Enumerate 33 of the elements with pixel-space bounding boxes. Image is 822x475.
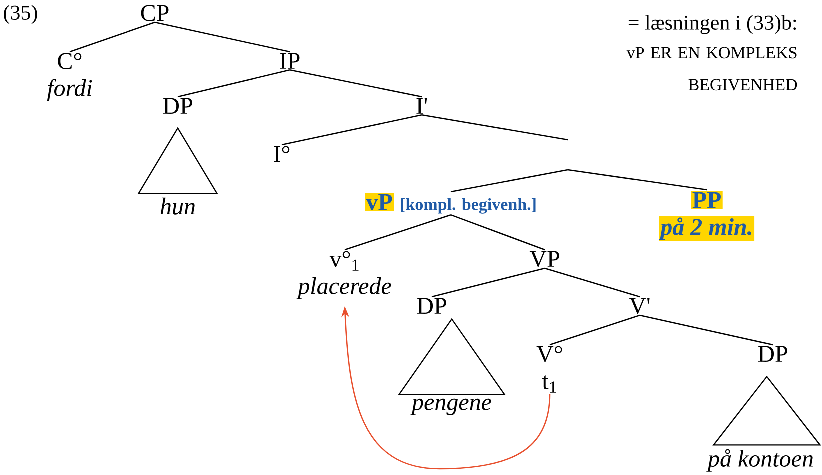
tree-label: V° t$_{1}$ <box>536 346 562 393</box>
example-number: (35) <box>4 5 38 24</box>
branch-line <box>154 22 290 53</box>
branch-line <box>550 314 640 346</box>
tree-label: I' <box>416 98 428 114</box>
tree-label: v°$_{1}$ placerede <box>296 251 392 300</box>
tree-label: C° fordi <box>47 53 92 102</box>
tree-label: DP <box>163 98 192 114</box>
branch-line <box>544 268 640 298</box>
branch-line <box>450 214 546 251</box>
branch-line <box>432 268 546 298</box>
tree-label: DP <box>417 298 446 314</box>
tree-label: I° <box>274 146 290 162</box>
branch-line <box>70 22 156 53</box>
branch-line <box>282 114 422 146</box>
note-text: = læsningen i (33)b: <box>628 15 796 34</box>
tree-label: vP [kompl. begivenh.] <box>365 193 536 214</box>
note-text: vP ER EN KOMPLEKS BEGIVENHED <box>626 47 798 91</box>
branch-line <box>640 314 774 346</box>
branch-line <box>290 69 422 98</box>
tree-label: V' <box>629 298 650 314</box>
tree-label: VP <box>530 251 560 268</box>
branch-line <box>178 69 290 98</box>
tree-label: IP <box>280 53 300 69</box>
tree-label: CP <box>141 5 169 22</box>
tree-label: DP <box>758 346 788 362</box>
leaf-word: pengene <box>410 398 492 416</box>
branch-line <box>450 169 568 193</box>
leaf-word: på kontoen <box>706 449 813 472</box>
leaf-word: hun <box>160 198 195 215</box>
branch-line <box>344 214 452 251</box>
branch-line <box>422 114 568 141</box>
branch-line <box>568 169 708 191</box>
